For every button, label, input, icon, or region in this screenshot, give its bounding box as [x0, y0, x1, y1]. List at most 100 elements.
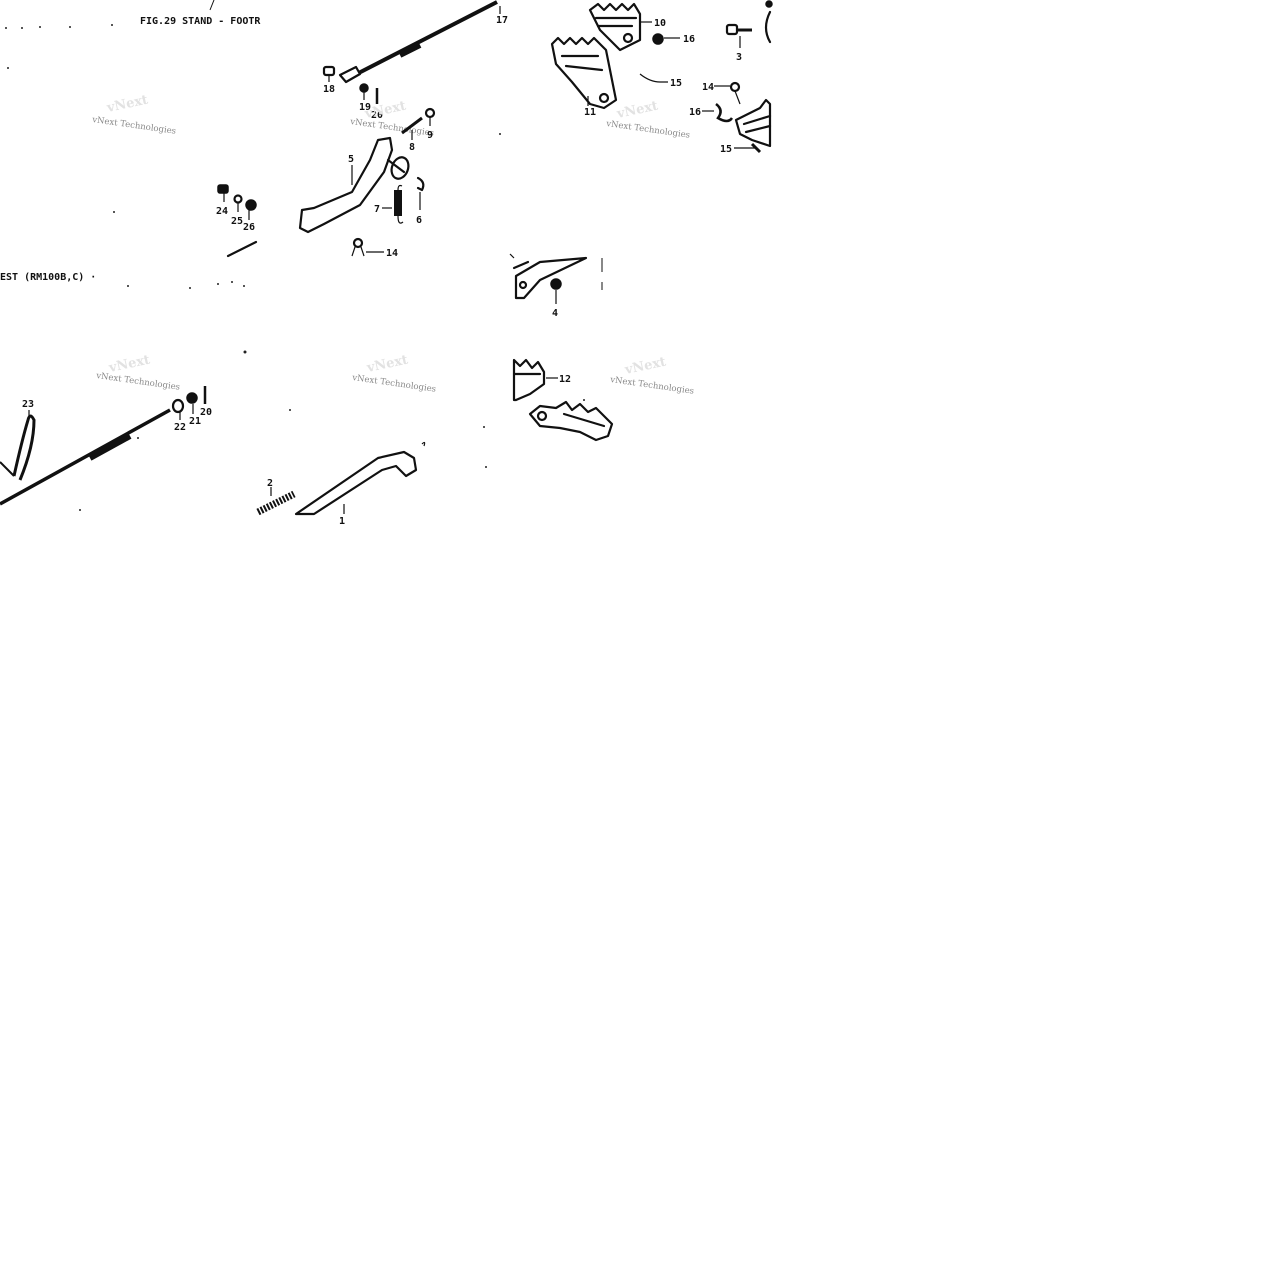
speck — [79, 509, 81, 511]
footrest-11 — [550, 36, 618, 110]
callout-12: 12 — [559, 374, 571, 385]
spring-16b-part — [715, 103, 734, 123]
callout-24: 24 — [216, 206, 228, 217]
callout-17: 17 — [496, 15, 508, 26]
watermark: vNext Technologies — [605, 119, 691, 141]
callout-22: 22 — [174, 422, 186, 433]
leader-top — [209, 0, 215, 11]
callout-11: 11 — [584, 107, 596, 118]
speck — [217, 283, 219, 285]
speck — [243, 285, 245, 287]
pin-14-legs — [351, 246, 365, 257]
nut-9-part — [424, 107, 436, 119]
speck — [39, 26, 41, 28]
tile-bottom-middle: vNext vNext Technologies 1 2 — [256, 353, 487, 527]
callout-9: 9 — [427, 130, 433, 141]
stand-arm-edge — [226, 240, 258, 258]
callout-16a: 16 — [683, 34, 695, 45]
callout-8: 8 — [409, 142, 415, 153]
nut-26-part — [245, 199, 257, 220]
tile-top-left: FIG.29 STAND - FOOTR vNext vNext Technol… — [5, 0, 261, 258]
callout-3: 3 — [736, 52, 742, 63]
watermark: vNext Technologies — [349, 117, 435, 139]
speck — [485, 466, 487, 468]
nut-4-part — [550, 278, 562, 290]
speck — [7, 67, 9, 69]
washer-19-part — [359, 83, 369, 93]
footrest-right-teeth — [742, 114, 772, 134]
clip-6-part — [416, 176, 425, 192]
speck — [5, 27, 7, 29]
callout-14b: 14 — [386, 248, 398, 259]
callout-23: 23 — [22, 399, 34, 410]
frame-edge-part — [764, 10, 772, 44]
brake-rod-lower — [0, 408, 171, 506]
side-stand-1 — [294, 450, 418, 516]
joint-18-part — [322, 65, 362, 84]
brake-rod-17 — [344, 0, 501, 82]
footrest-lower — [528, 400, 614, 442]
callout-5: 5 — [348, 154, 354, 165]
speck — [483, 426, 485, 428]
bolt-24-part — [217, 184, 229, 202]
watermark: vNext Technologies — [609, 375, 695, 397]
speck — [127, 285, 129, 287]
pin-14a-part — [729, 81, 741, 93]
callout-21: 21 — [189, 416, 201, 427]
spring-7-part — [382, 184, 404, 224]
callout-19: 19 — [359, 102, 371, 113]
speck — [243, 350, 247, 354]
footrest-10 — [588, 2, 652, 52]
callout-6: 6 — [416, 215, 422, 226]
speck — [289, 409, 291, 411]
callout-4: 4 — [552, 308, 558, 319]
tile-bottom-right: 4 12 vNext vNext Technologies — [509, 253, 695, 442]
callout-20b: 20 — [200, 407, 212, 418]
joint-22-part — [171, 398, 185, 420]
tile-top-middle: 17 18 19 20 vNext vNext Technologies 8 9 — [298, 0, 508, 259]
callout-2: 2 — [267, 478, 273, 489]
callout-18: 18 — [323, 84, 335, 95]
footrest-right-partial — [734, 98, 772, 148]
watermark-ghost: vNext — [623, 355, 668, 379]
watermark-ghost: vNext — [365, 353, 410, 377]
figure-title: FIG.29 STAND - FOOTR — [140, 16, 261, 27]
callout-26: 26 — [243, 222, 255, 233]
spring-16-part — [652, 33, 664, 45]
speck — [137, 437, 139, 439]
pin-14a-leg — [734, 90, 741, 105]
washer-21-part — [186, 392, 198, 414]
bolt-3-part — [725, 23, 752, 48]
callout-10: 10 — [654, 18, 666, 29]
bolt-8-part — [401, 116, 423, 135]
callout-25: 25 — [231, 216, 243, 227]
callout-7: 7 — [374, 204, 380, 215]
tile-top-right: 10 16 15 11 3 14 16 — [550, 0, 773, 155]
watermark: vNext Technologies — [91, 115, 177, 137]
speck — [111, 24, 113, 26]
speck — [231, 281, 233, 283]
footrest-12 — [512, 358, 558, 402]
callout-20a: 20 — [371, 110, 383, 121]
hook-part — [421, 441, 426, 447]
speck — [189, 287, 191, 289]
washer-25-part — [233, 194, 243, 212]
return-spring-23 — [0, 410, 36, 481]
brake-pedal-5 — [298, 136, 410, 234]
speck — [583, 399, 585, 401]
speck — [69, 26, 71, 28]
tile-bottom-left: EST (RM100B,C) · vNext vNext Technologie… — [0, 272, 247, 511]
speck — [113, 211, 115, 213]
speck — [499, 133, 501, 135]
speck — [21, 27, 23, 29]
pin-15-part — [639, 73, 668, 83]
pin-14-part — [352, 237, 364, 249]
watermark-ghost: vNext — [105, 93, 150, 117]
models-heading: EST (RM100B,C) · — [0, 272, 96, 283]
callout-14a: 14 — [702, 82, 714, 93]
callout-1: 1 — [339, 516, 345, 527]
nut-edge-part — [765, 0, 773, 8]
callout-16b: 16 — [689, 107, 701, 118]
callout-15a: 15 — [670, 78, 682, 89]
